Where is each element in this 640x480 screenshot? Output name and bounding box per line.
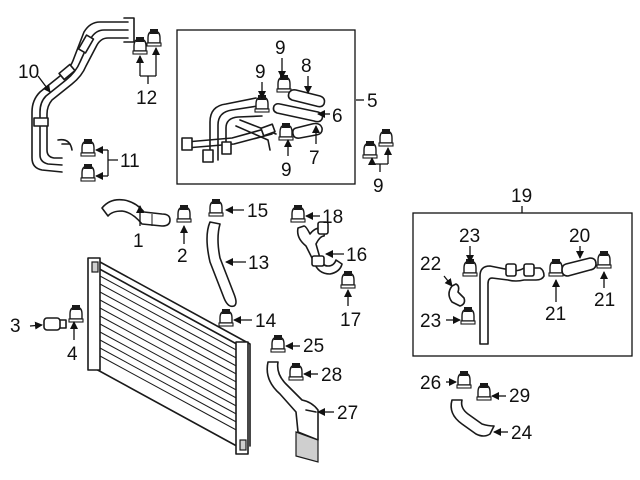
callout-17: 17: [340, 310, 361, 331]
part-27-coolant-hose: [266, 361, 319, 463]
part-9-clamp-e: [378, 128, 394, 147]
leader-lines: [29, 47, 608, 436]
callout-9-d: 9: [373, 176, 384, 197]
callout-21-b: 21: [594, 290, 615, 311]
callout-11: 11: [120, 151, 140, 172]
part-14-hose-clamp: [218, 308, 234, 327]
callout-23-b: 23: [420, 311, 441, 332]
callout-5: 5: [367, 91, 378, 112]
part-28-hose-clamp: [288, 362, 304, 381]
callout-22: 22: [420, 254, 441, 275]
callout-24: 24: [511, 423, 533, 444]
part-23-hose-clamp-b: [460, 306, 476, 325]
callout-1: 1: [133, 231, 144, 252]
part-8-hose: [287, 89, 326, 108]
callout-20: 20: [569, 226, 590, 247]
part-21-hose-clamp-b: [596, 250, 612, 269]
part-9-clamp-b: [276, 74, 292, 93]
callout-9-b: 9: [255, 62, 266, 83]
part-2-hose-clamp: [176, 204, 192, 223]
part-5-hose-assembly: [181, 97, 277, 163]
radiator: [87, 257, 251, 455]
part-9-clamp-c: [278, 122, 294, 141]
part-22-hose: [448, 283, 466, 307]
callout-29: 29: [509, 386, 530, 407]
callout-7: 7: [309, 148, 320, 169]
callout-18: 18: [322, 207, 343, 228]
part-16-coolant-hose: [296, 221, 343, 275]
callout-15: 15: [247, 201, 268, 222]
part-26-hose-clamp: [456, 370, 472, 389]
part-15-hose-clamp: [208, 198, 224, 217]
callout-23-a: 23: [459, 226, 480, 247]
part-1-radiator-hose: [101, 198, 171, 227]
callout-21-a: 21: [545, 304, 566, 325]
callout-4: 4: [67, 344, 78, 365]
part-17-hose-clamp: [340, 270, 356, 289]
callout-10: 10: [18, 62, 39, 83]
callout-28: 28: [321, 365, 342, 386]
group-5-frame: [176, 29, 356, 185]
part-7-hose: [292, 122, 323, 139]
callout-27: 27: [337, 403, 358, 424]
part-11-hose-clamp: [80, 138, 96, 182]
callout-12: 12: [136, 88, 157, 109]
part-19-heater-hose: [479, 263, 545, 345]
callout-labels: 1 2 3 4 5 6 7 8 9 9 9 9 10 11 12 13 14 1…: [10, 38, 615, 444]
part-4-seal: [68, 304, 84, 323]
part-12-hose-clamp: [132, 28, 162, 55]
callout-13: 13: [248, 253, 269, 274]
callout-16: 16: [346, 245, 367, 266]
part-3-drain-plug: [43, 317, 67, 331]
part-20-hose: [561, 257, 597, 277]
group-19-frame: [412, 212, 633, 357]
callout-2: 2: [177, 246, 188, 267]
callout-19: 19: [511, 186, 532, 207]
part-10-oil-cooler-lines: [31, 17, 135, 173]
part-9-clamp-d: [362, 140, 378, 159]
callout-9-c: 9: [281, 160, 292, 181]
part-13-radiator-hose: [206, 221, 237, 308]
callout-9-a: 9: [275, 38, 286, 59]
callout-8: 8: [301, 56, 312, 77]
callout-3: 3: [10, 316, 21, 337]
part-29-hose-clamp: [476, 382, 492, 401]
callout-26: 26: [420, 373, 441, 394]
callout-25: 25: [303, 336, 324, 357]
part-18-hose-clamp: [290, 204, 306, 223]
part-24-coolant-hose: [450, 399, 495, 437]
part-25-hose-clamp: [270, 334, 286, 353]
callout-14: 14: [255, 311, 277, 332]
callout-6: 6: [332, 106, 343, 127]
part-21-hose-clamp-a: [548, 258, 564, 277]
